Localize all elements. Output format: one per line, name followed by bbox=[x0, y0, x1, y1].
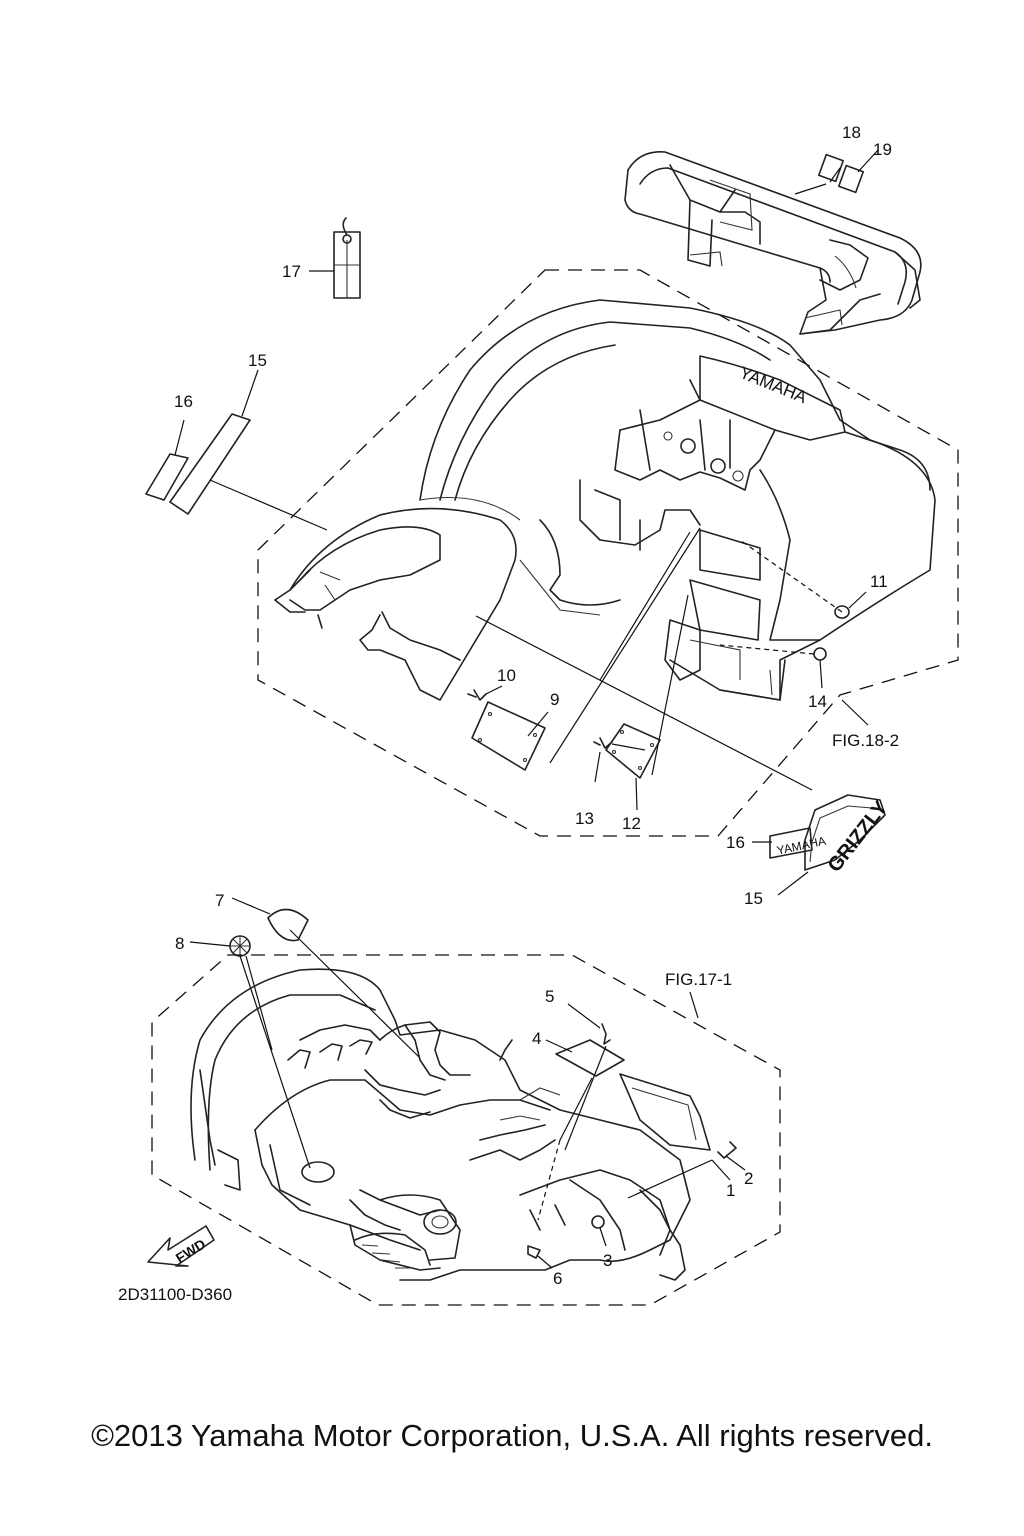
front-fasteners bbox=[527, 1141, 746, 1269]
figure-ref-rear: FIG.18-2 bbox=[832, 731, 899, 750]
yamaha-decal-text: YAMAHA bbox=[775, 834, 827, 858]
callout-18: 18 bbox=[842, 123, 861, 142]
plate-and-screw-left bbox=[467, 527, 701, 771]
callout-7: 7 bbox=[215, 891, 224, 910]
callout-9: 9 bbox=[550, 690, 559, 709]
callout-4: 4 bbox=[532, 1029, 541, 1048]
diagram-code: 2D31100-D360 bbox=[118, 1285, 232, 1304]
callout-12: 12 bbox=[622, 814, 641, 833]
callout-16-right: 16 bbox=[726, 833, 745, 852]
callout-labels: 18 19 17 15 16 11 10 9 14 FIG.18-2 13 12… bbox=[118, 123, 899, 1304]
front-plate-and-screw bbox=[537, 1003, 625, 1221]
callout-8: 8 bbox=[175, 934, 184, 953]
forward-direction-arrow: FWD bbox=[147, 1225, 215, 1267]
front-emblem-items bbox=[189, 897, 421, 1169]
callout-19: 19 bbox=[873, 140, 892, 159]
grommets bbox=[719, 539, 867, 689]
plate-and-screw-right bbox=[593, 531, 691, 811]
hang-tag bbox=[309, 217, 361, 299]
rear-rack bbox=[624, 151, 922, 335]
callout-6: 6 bbox=[553, 1269, 562, 1288]
callout-13: 13 bbox=[575, 809, 594, 828]
callout-10: 10 bbox=[497, 666, 516, 685]
callout-5: 5 bbox=[545, 987, 554, 1006]
front-fender-boundary bbox=[151, 954, 781, 1306]
copyright-notice: ©2013 Yamaha Motor Corporation, U.S.A. A… bbox=[91, 1418, 933, 1453]
callout-16-top: 16 bbox=[174, 392, 193, 411]
callout-15-right: 15 bbox=[744, 889, 763, 908]
callout-1: 1 bbox=[726, 1181, 735, 1200]
callout-17: 17 bbox=[282, 262, 301, 281]
callout-11: 11 bbox=[870, 572, 888, 591]
rear-left-flap bbox=[274, 496, 601, 701]
rack-decals bbox=[794, 149, 879, 195]
rear-side-decals bbox=[145, 369, 328, 531]
callout-14: 14 bbox=[808, 692, 827, 711]
fwd-label: FWD bbox=[173, 1236, 209, 1266]
callout-3: 3 bbox=[603, 1251, 612, 1270]
rear-grizzly-decals: YAMAHA GRIZZLY bbox=[475, 615, 893, 896]
rear-fender: YAMAHA bbox=[419, 299, 936, 701]
grizzly-decal-text: GRIZZLY bbox=[824, 796, 893, 876]
rear-fender-boundary bbox=[257, 269, 959, 837]
front-fender bbox=[190, 968, 711, 1281]
figure-ref-front: FIG.17-1 bbox=[665, 970, 732, 989]
callout-15-top: 15 bbox=[248, 351, 267, 370]
fender-logo-text: YAMAHA bbox=[737, 363, 810, 407]
callout-2: 2 bbox=[744, 1169, 753, 1188]
